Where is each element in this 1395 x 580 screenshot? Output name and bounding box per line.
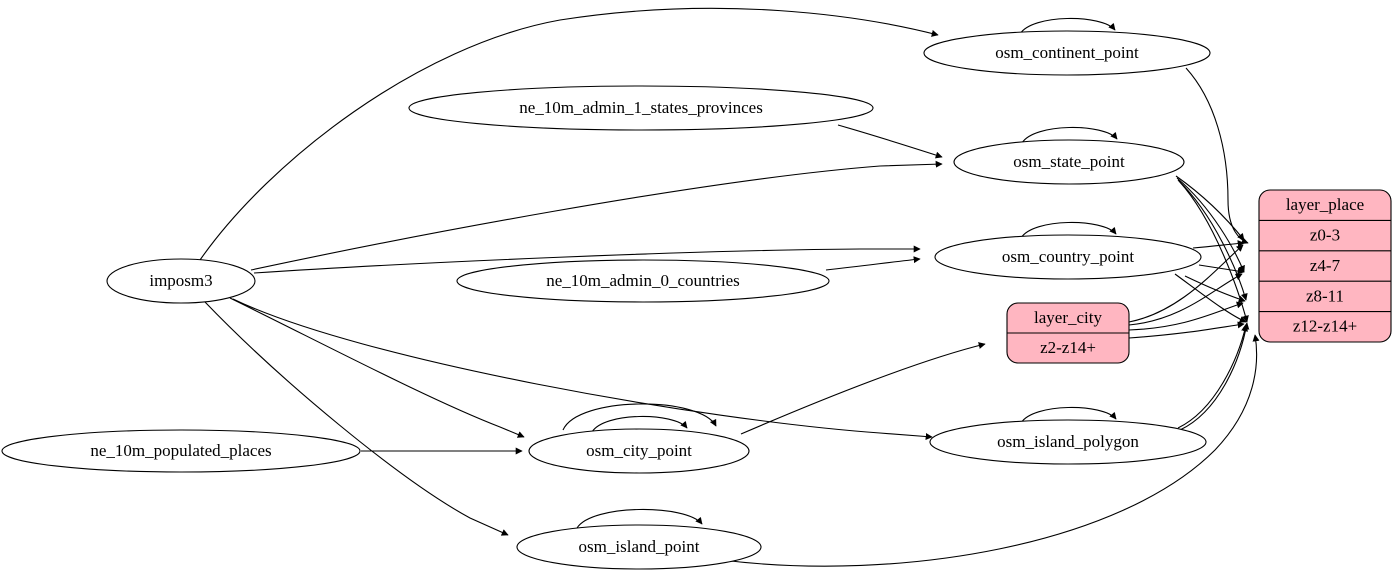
edge-osm_island_polygon-to-layer_place: [1177, 324, 1249, 429]
node-label-ne_countries: ne_10m_admin_0_countries: [546, 271, 740, 290]
record-layer_city[interactable]: layer_city z2-z14+: [1006, 302, 1130, 364]
node-osm_island_polygon[interactable]: osm_island_polygon: [929, 419, 1207, 465]
node-layer: imposm3 ne_10m_admin_1_states_provincesne…: [1, 30, 1392, 570]
node-osm_state_point[interactable]: osm_state_point: [953, 139, 1185, 185]
edge-osm_continent_point-to-layer_place: [1185, 67, 1249, 245]
record-row-layer_city-1[interactable]: z2-z14+: [1040, 338, 1096, 357]
node-ne_populated[interactable]: ne_10m_populated_places: [1, 429, 361, 473]
edge-imposm3-to-osm_island_point: [204, 301, 509, 536]
edge-osm_city_point-to-layer_city: [740, 342, 986, 435]
edge-layer: [199, 7, 1260, 567]
node-shape-osm_island_polygon: [929, 419, 1207, 465]
node-label-ne_states: ne_10m_admin_1_states_provinces: [519, 98, 763, 117]
edge-osm_island_polygon-to-layer_place: [1179, 322, 1250, 431]
record-shape-layer_place: [1258, 189, 1392, 343]
edge-osm_state_point-to-layer_place: [1177, 179, 1248, 301]
node-shape-osm_state_point: [953, 139, 1185, 185]
edge-layer_city-to-layer_place: [1128, 273, 1243, 326]
node-shape-osm_city_point: [528, 428, 750, 474]
edge-osm_state_point-to-layer_place: [1176, 177, 1245, 273]
node-ne_countries[interactable]: ne_10m_admin_0_countries: [456, 259, 830, 303]
node-shape-ne_states: [408, 85, 874, 131]
edge-self-loop: [562, 403, 717, 431]
record-row-layer_place-4[interactable]: z12-z14+: [1293, 317, 1357, 336]
record-row-layer_place-1[interactable]: z0-3: [1310, 226, 1340, 245]
edge-osm_country_point-to-layer_place: [1174, 273, 1247, 323]
node-osm_country_point[interactable]: osm_country_point: [934, 234, 1202, 280]
record-row-layer_city-0[interactable]: layer_city: [1034, 308, 1102, 327]
node-imposm3[interactable]: imposm3: [106, 258, 256, 304]
edge-self-loop: [576, 508, 703, 529]
node-shape-osm_continent_point: [923, 30, 1211, 76]
node-osm_island_point[interactable]: osm_island_point: [516, 524, 762, 570]
edge-ne_states-to-osm_state_point: [837, 124, 943, 159]
edge-layer_city-to-layer_place: [1128, 321, 1245, 339]
edge-osm_state_point-to-layer_place: [1178, 180, 1249, 323]
edge-osm_country_point-to-layer_place: [1198, 264, 1245, 275]
edge-self-loop: [1019, 17, 1116, 35]
node-osm_city_point[interactable]: osm_city_point: [528, 428, 750, 474]
edge-imposm3-to-osm_country_point: [253, 245, 921, 274]
edge-self-loop: [591, 415, 688, 433]
edge-osm_country_point-to-layer_place: [1184, 275, 1246, 303]
node-label-ne_populated: ne_10m_populated_places: [90, 441, 271, 460]
edge-imposm3-to-osm_state_point: [250, 160, 943, 271]
node-osm_continent_point[interactable]: osm_continent_point: [923, 30, 1211, 76]
node-shape-osm_country_point: [934, 234, 1202, 280]
edge-self-loop: [1021, 126, 1118, 144]
node-ne_states[interactable]: ne_10m_admin_1_states_provinces: [408, 85, 874, 131]
edge-imposm3-to-osm_continent_point: [199, 7, 939, 261]
node-shape-imposm3: [106, 258, 256, 304]
node-label-osm_city_point: osm_city_point: [586, 441, 692, 460]
record-layer_place[interactable]: layer_place z0-3 z4-7 z8-11 z12-z14+: [1258, 189, 1392, 343]
edge-layer_city-to-layer_place: [1128, 301, 1244, 331]
node-label-osm_island_point: osm_island_point: [579, 537, 700, 556]
node-label-osm_island_polygon: osm_island_polygon: [997, 432, 1139, 451]
edge-osm_island_point-to-layer_place: [721, 334, 1260, 567]
record-row-layer_place-3[interactable]: z8-11: [1306, 286, 1344, 305]
edge-osm_state_point-to-layer_place: [1175, 175, 1245, 241]
edge-self-loop: [1020, 221, 1117, 239]
record-row-layer_place-0[interactable]: layer_place: [1286, 195, 1364, 214]
node-shape-ne_populated: [1, 429, 361, 473]
node-label-osm_continent_point: osm_continent_point: [995, 43, 1139, 62]
edge-layer_city-to-layer_place: [1128, 244, 1244, 323]
node-label-osm_country_point: osm_country_point: [1002, 247, 1134, 266]
node-shape-ne_countries: [456, 259, 830, 303]
edge-imposm3-to-osm_city_point: [229, 297, 525, 438]
edge-osm_country_point-to-layer_place: [1192, 240, 1245, 249]
node-label-osm_state_point: osm_state_point: [1013, 152, 1125, 171]
edge-ne_countries-to-osm_country_point: [825, 256, 921, 271]
node-label-imposm3: imposm3: [149, 271, 212, 290]
node-shape-osm_island_point: [516, 524, 762, 570]
edge-self-loop: [1020, 406, 1117, 424]
edge-imposm3-to-osm_island_polygon: [232, 298, 933, 441]
record-row-layer_place-2[interactable]: z4-7: [1310, 256, 1341, 275]
